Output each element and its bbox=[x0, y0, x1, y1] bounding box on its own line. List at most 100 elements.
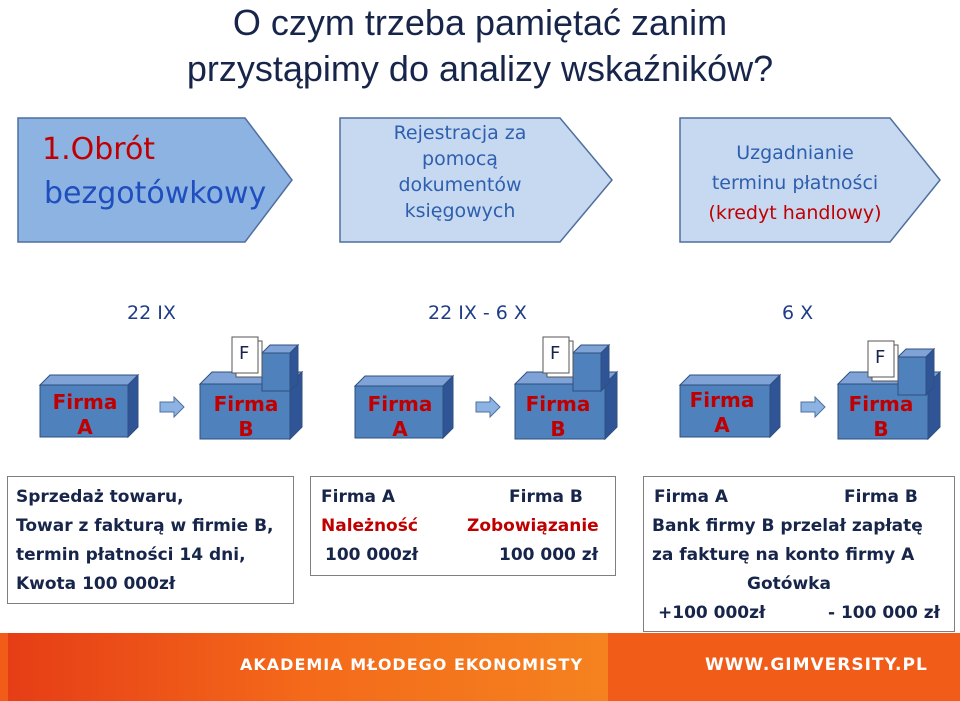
firm-b-2-letter: B bbox=[550, 417, 566, 441]
info-box-sale: Sprzedaż towaru, Towar z fakturą w firmi… bbox=[7, 476, 294, 604]
doc-letter-3: F bbox=[875, 347, 886, 368]
info-box-payment: Firma A Firma B Bank firmy B przelał zap… bbox=[643, 476, 955, 632]
invoice-icon-3-block bbox=[897, 356, 927, 396]
invoice-icon-1-block-side bbox=[289, 343, 299, 393]
flow-step-2-line-3: dokumentów bbox=[398, 174, 522, 196]
cube-firm-a-3-side bbox=[769, 373, 781, 439]
box3-header-b: Firma B bbox=[844, 487, 918, 507]
footer-banner: AKADEMIA MŁODEGO EKONOMISTY WWW.GIMVERSI… bbox=[0, 633, 960, 701]
cube-firm-a-3-top bbox=[678, 374, 782, 386]
box2-header-a: Firma A bbox=[321, 487, 396, 507]
cube-firm-a-3 bbox=[678, 373, 782, 439]
cube-firm-a-2-top bbox=[353, 375, 455, 387]
box3-line-3: za fakturę na konto firmy A bbox=[652, 545, 915, 565]
box2-liability: Zobowiązanie bbox=[467, 516, 599, 536]
invoice-icon-2-block-side bbox=[600, 343, 610, 393]
box2-header-row: Firma A Firma B bbox=[319, 483, 607, 512]
box3-value-b: - 100 000 zł bbox=[828, 603, 940, 623]
flow-step-3-line-3: (kredyt handlowy) bbox=[708, 202, 882, 224]
footer-right-panel bbox=[615, 633, 960, 701]
firm-a-3-letter: A bbox=[714, 413, 730, 437]
box1-line-4: Kwota 100 000zł bbox=[16, 574, 176, 594]
title-line-2: przystąpimy do analizy wskaźników? bbox=[186, 48, 774, 89]
box2-receivable: Należność bbox=[321, 516, 418, 536]
cube-firm-a-2 bbox=[353, 374, 455, 440]
doc-letter-2: F bbox=[550, 343, 561, 364]
box1-line-2: Towar z fakturą w firmie B, bbox=[16, 516, 274, 536]
date-2: 22 IX - 6 X bbox=[428, 302, 527, 324]
firm-a-1-letter: A bbox=[77, 415, 93, 439]
invoice-icon-1 bbox=[231, 336, 300, 393]
firm-b-1-letter: B bbox=[238, 417, 254, 441]
flow-arrow-3 bbox=[679, 117, 941, 243]
firm-b-1-word: Firma bbox=[213, 392, 279, 416]
cube-firm-a-2-side bbox=[442, 374, 454, 440]
flow-step-3-line-2: terminu płatności bbox=[711, 172, 879, 194]
info-box-accounting: Firma A Firma B Należność Zobowiązanie 1… bbox=[310, 476, 616, 576]
flow-step-1-line-2: bezgotówkowy bbox=[44, 176, 267, 211]
flow-step-2-line-2: pomocą bbox=[422, 148, 498, 170]
flow-arrow-2 bbox=[339, 117, 613, 243]
invoice-icon-1-block bbox=[261, 352, 291, 392]
box1-line-3: termin płatności 14 dni, bbox=[16, 545, 246, 565]
small-arrow-3 bbox=[800, 395, 826, 419]
flow-step-2-label: Rejestracja za pomocą dokumentów księgow… bbox=[360, 120, 560, 224]
invoice-icon-3-sheet-front bbox=[867, 340, 895, 378]
invoice-icon-2 bbox=[542, 336, 611, 393]
invoice-icon-3 bbox=[867, 340, 936, 397]
cube-firm-a-1 bbox=[38, 373, 140, 439]
box2-header-b: Firma B bbox=[509, 487, 583, 507]
cube-firm-a-1-top bbox=[38, 374, 140, 386]
small-arrow-2 bbox=[475, 395, 501, 419]
title-line-1: O czym trzeba pamiętać zanim bbox=[232, 2, 728, 43]
firm-b-3-letter: B bbox=[873, 417, 889, 441]
firm-a-1-word: Firma bbox=[52, 390, 118, 414]
firm-a-2-word: Firma bbox=[367, 392, 433, 416]
box2-row-2: Należność Zobowiązanie bbox=[319, 512, 607, 541]
footer-academy-name: AKADEMIA MŁODEGO EKONOMISTY bbox=[240, 655, 584, 674]
date-1: 22 IX bbox=[127, 302, 176, 324]
firm-b-3-word: Firma bbox=[848, 392, 914, 416]
box1-line-1: Sprzedaż towaru, bbox=[16, 487, 184, 507]
footer-website: WWW.GIMVERSITY.PL bbox=[705, 655, 928, 675]
flow-step-2-line-4: księgowych bbox=[404, 200, 516, 222]
flow-step-2-line-1: Rejestracja za bbox=[393, 122, 527, 144]
invoice-icon-1-sheet-front bbox=[231, 336, 259, 374]
doc-letter-1: F bbox=[239, 343, 250, 364]
small-arrows bbox=[159, 395, 826, 419]
box3-line-2: Bank firmy B przelał zapłatę bbox=[652, 516, 923, 536]
cube-firm-a-1-side bbox=[127, 373, 139, 439]
flow-step-1-text: 1.Obrót bbox=[42, 132, 156, 167]
invoice-icon-2-sheet-front bbox=[542, 336, 570, 374]
page-title: O czym trzeba pamiętać zanim przystąpimy… bbox=[0, 0, 960, 92]
flow-step-1-label: 1.Obrót bezgotówkowy bbox=[30, 128, 270, 216]
cube-firm-a-3-front bbox=[679, 384, 771, 438]
flow-step-3-label: Uzgadnianie terminu płatności (kredyt ha… bbox=[690, 138, 900, 228]
invoice-icon-3-block-side bbox=[925, 347, 935, 397]
flow-arrow-1 bbox=[17, 117, 293, 243]
box2-value-a: 100 000zł bbox=[325, 545, 419, 565]
firm-a-2-letter: A bbox=[392, 417, 408, 441]
cube-firm-b-2-front bbox=[514, 383, 606, 440]
box3-line-4: Gotówka bbox=[747, 574, 831, 594]
box3-header-row: Firma A Firma B bbox=[652, 483, 946, 512]
cube-firm-a-1-front bbox=[39, 384, 129, 438]
document-icons bbox=[231, 336, 936, 397]
date-3: 6 X bbox=[782, 302, 814, 324]
firm-a-3-word: Firma bbox=[689, 388, 755, 412]
box3-value-row: +100 000zł - 100 000 zł bbox=[652, 599, 946, 628]
box3-value-a: +100 000zł bbox=[658, 603, 766, 623]
flow-step-1-line-1: 1.Obrót bbox=[30, 128, 270, 172]
cube-firm-b-1-front bbox=[199, 383, 291, 440]
small-arrow-1 bbox=[159, 395, 185, 419]
invoice-icon-2-block bbox=[572, 352, 602, 392]
firm-b-2-word: Firma bbox=[525, 392, 591, 416]
box2-row-3: 100 000zł 100 000 zł bbox=[319, 541, 607, 570]
